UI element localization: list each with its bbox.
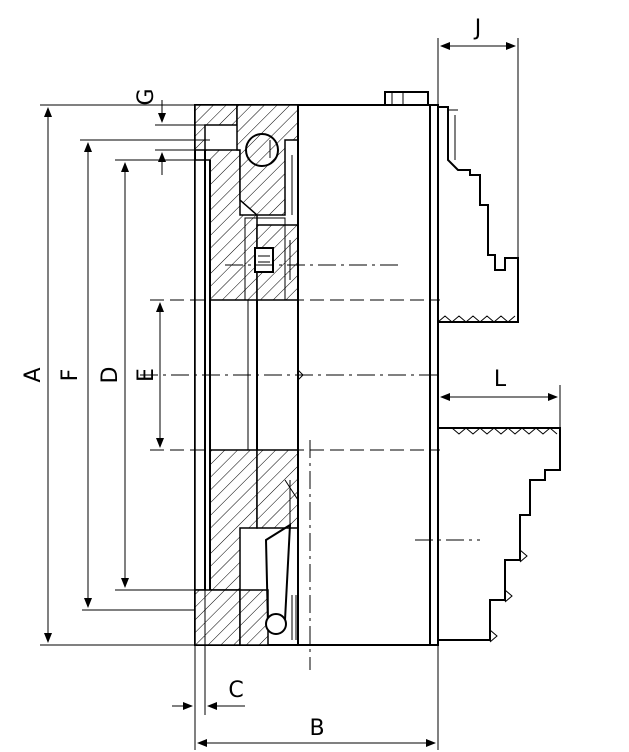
- dimension-F: F: [58, 139, 210, 611]
- label-L: L: [494, 367, 507, 392]
- label-D: D: [98, 367, 123, 384]
- dimension-L: L: [440, 367, 561, 428]
- reference-lines: [140, 140, 480, 670]
- label-G: G: [134, 88, 159, 105]
- dimension-B: B: [194, 645, 439, 750]
- dimension-A: A: [21, 104, 195, 646]
- dimension-E: E: [134, 302, 164, 448]
- section-left-flange: [194, 104, 299, 646]
- label-F: F: [58, 369, 83, 382]
- jaw-lower: [438, 427, 561, 643]
- dimension-J: J: [437, 16, 519, 258]
- label-C: C: [228, 678, 243, 703]
- label-E: E: [134, 368, 159, 382]
- label-A: A: [21, 367, 46, 382]
- label-B: B: [309, 716, 324, 741]
- label-J: J: [473, 16, 482, 41]
- jaw-upper: [437, 106, 519, 323]
- dimension-G: G: [134, 88, 210, 175]
- dimension-C: C: [172, 590, 245, 715]
